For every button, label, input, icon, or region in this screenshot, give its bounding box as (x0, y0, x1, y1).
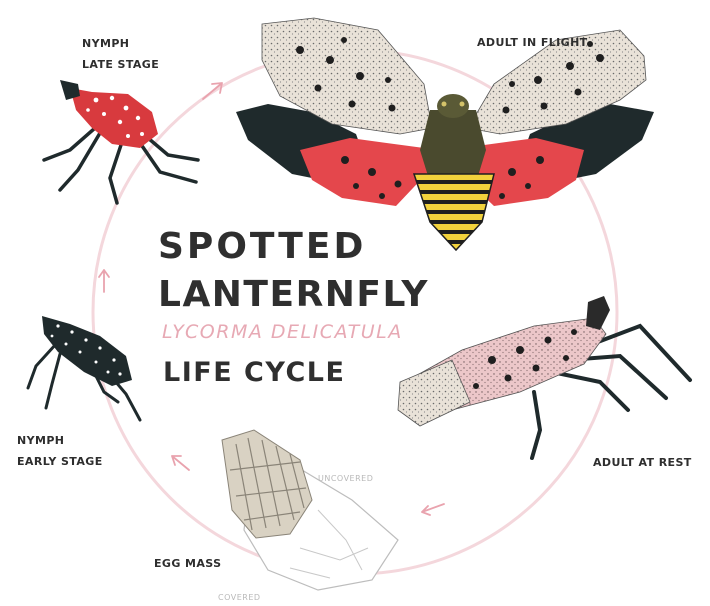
title-lanternfly: LANTERNFLY (158, 274, 429, 315)
label-egg-uncovered: UNCOVERED (318, 474, 373, 483)
nymph-late-illustration (44, 80, 198, 203)
cycle-arrow-icon (172, 456, 189, 470)
title-spotted: SPOTTED (158, 226, 366, 267)
label-nymph-early-stage: NYMPH EARLY STAGE (17, 430, 103, 472)
scientific-name: LYCORMA DELICATULA (162, 321, 403, 343)
label-nymph-early-line1: NYMPH (17, 430, 103, 451)
label-nymph-late-stage: NYMPH LATE STAGE (82, 33, 159, 75)
label-adult-in-flight: ADULT IN FLIGHT (477, 32, 588, 53)
label-nymph-early-line2: EARLY STAGE (17, 451, 103, 472)
life-cycle-subtitle: LIFE CYCLE (163, 357, 345, 388)
label-nymph-late-line1: NYMPH (82, 33, 159, 54)
egg-mass-illustration (222, 430, 398, 590)
label-egg-covered: COVERED (218, 593, 261, 602)
cycle-arrow-icon (422, 504, 444, 515)
label-adult-at-rest: ADULT AT REST (593, 452, 692, 473)
adult-flight-illustration (236, 18, 654, 250)
cycle-arrow-icon (99, 270, 109, 292)
nymph-early-illustration (28, 316, 140, 420)
cycle-arrow-icon (203, 83, 222, 99)
label-egg-mass: EGG MASS (154, 553, 221, 574)
adult-rest-illustration (398, 296, 690, 458)
label-nymph-late-line2: LATE STAGE (82, 54, 159, 75)
